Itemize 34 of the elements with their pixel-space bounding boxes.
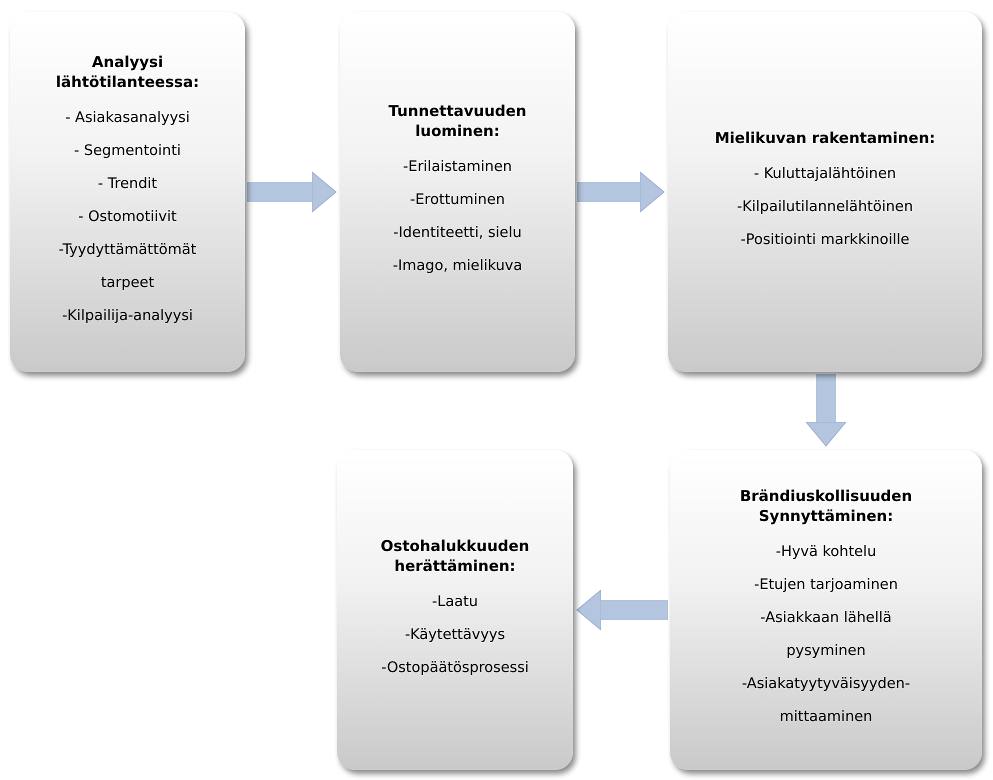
process-box [668,12,982,372]
list-item: -Imago, mielikuva [392,257,522,276]
list-item: -Erilaistaminen [403,158,512,177]
list-item: -Tyydyttämättömät tarpeet [58,240,198,292]
list-item: - Segmentointi [74,142,181,160]
list-item: -Etujen tarjoaminen [754,576,898,595]
list-item: -Asiakatyytyväisyyden-mittaaminen [740,675,912,727]
box-heading: Mielikuvan rakentaminen: [714,128,936,148]
block-arrow [577,172,664,212]
list-item: -Kilpailutilannelähtöinen [736,198,914,216]
box-heading: Ostohalukkuuden herättäminen: [380,536,530,576]
list-item: -Käytettävyys [404,626,506,644]
block-arrow [247,172,336,212]
list-item: - Trendit [98,174,158,194]
process-box [337,450,573,770]
list-item: -Positiointi markkinoille [740,230,910,250]
process-box [10,12,245,372]
list-item: -Kilpailija-analyysi [62,306,193,326]
box-heading: Brändiuskollisuuden Synnyttäminen: [738,486,914,526]
process-box [670,450,982,770]
block-arrow [806,374,846,446]
box-heading: Analyysi lähtötilanteessa: [54,52,200,92]
list-item: -Asiakkaan lähellä pysyminen [759,609,893,661]
block-arrow [576,590,668,630]
process-box [340,12,575,372]
box-heading: Tunnettavuuden luominen: [388,101,528,141]
list-item: -Identiteetti, sielu [393,224,522,243]
list-item: - Asiakasanalyysi [65,108,190,128]
list-item: -Erottuminen [410,191,505,210]
list-item: - Kuluttajalähtöinen [754,164,896,184]
list-item: -Ostopäätösprosessi [381,658,529,678]
list-item: -Laatu [432,592,478,612]
list-item: -Hyvä kohtelu [776,543,876,562]
list-item: - Ostomotiivit [78,208,177,226]
